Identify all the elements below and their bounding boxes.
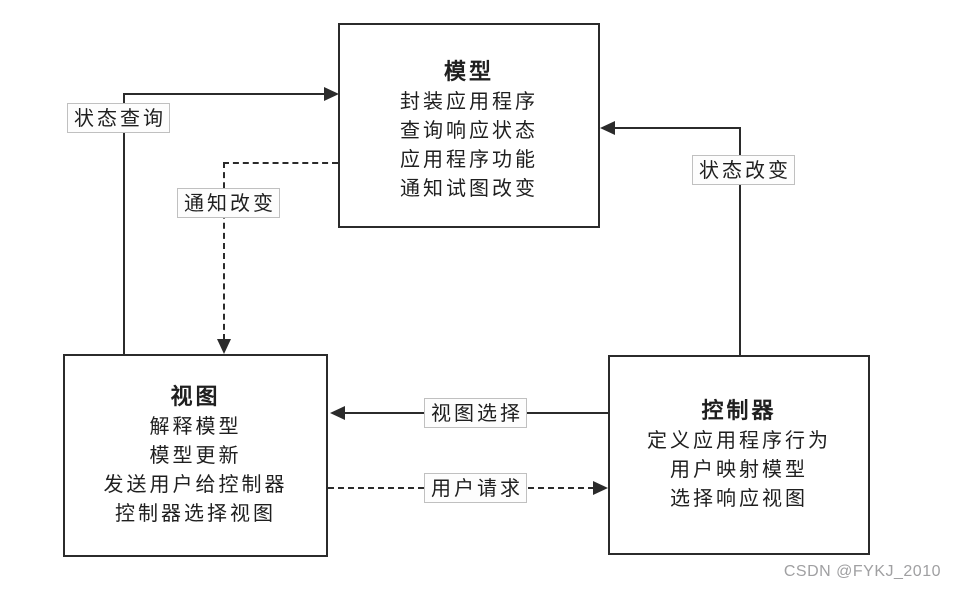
state-query-arrow-vertical-line bbox=[123, 93, 125, 354]
state-change-arrow-horizontal-line bbox=[614, 127, 741, 129]
state-change-arrow-vertical-line bbox=[739, 127, 741, 355]
controller-box-title: 控制器 bbox=[701, 399, 777, 424]
model-box-line: 查询响应状态 bbox=[400, 118, 538, 142]
user-request-arrowhead-icon bbox=[593, 481, 608, 495]
state-change-arrowhead-icon bbox=[600, 121, 615, 135]
model-box-line: 封装应用程序 bbox=[400, 89, 538, 113]
notify-change-arrow-vertical-line bbox=[223, 162, 225, 340]
view-box-title: 视图 bbox=[170, 385, 221, 410]
view-selection-arrowhead-icon bbox=[330, 406, 345, 420]
csdn-watermark: CSDN @FYKJ_2010 bbox=[783, 563, 941, 580]
state-change-label: 状态改变 bbox=[692, 155, 795, 185]
state-query-arrow-horizontal-line bbox=[123, 93, 324, 95]
controller-box: 控制器 定义应用程序行为 用户映射模型 选择响应视图 bbox=[608, 355, 870, 555]
model-box-line: 应用程序功能 bbox=[400, 147, 538, 171]
view-box: 视图 解释模型 模型更新 发送用户给控制器 控制器选择视图 bbox=[63, 354, 328, 557]
view-box-line: 模型更新 bbox=[149, 443, 242, 467]
state-query-arrowhead-icon bbox=[324, 87, 339, 101]
notify-change-arrowhead-icon bbox=[217, 339, 231, 354]
model-box-line: 通知试图改变 bbox=[400, 176, 538, 200]
notify-change-arrow-horizontal-line bbox=[223, 162, 338, 164]
view-box-line: 发送用户给控制器 bbox=[103, 472, 288, 496]
notify-change-label: 通知改变 bbox=[177, 188, 280, 218]
model-box-title: 模型 bbox=[443, 60, 494, 85]
controller-box-line: 用户映射模型 bbox=[670, 457, 808, 481]
view-box-line: 解释模型 bbox=[149, 414, 242, 438]
model-box: 模型 封装应用程序 查询响应状态 应用程序功能 通知试图改变 bbox=[338, 23, 600, 228]
controller-box-line: 选择响应视图 bbox=[670, 486, 808, 510]
controller-box-line: 定义应用程序行为 bbox=[647, 428, 831, 452]
user-request-label: 用户请求 bbox=[424, 473, 527, 503]
state-query-label: 状态查询 bbox=[67, 103, 170, 133]
view-selection-label: 视图选择 bbox=[424, 398, 527, 428]
view-box-line: 控制器选择视图 bbox=[115, 501, 276, 525]
